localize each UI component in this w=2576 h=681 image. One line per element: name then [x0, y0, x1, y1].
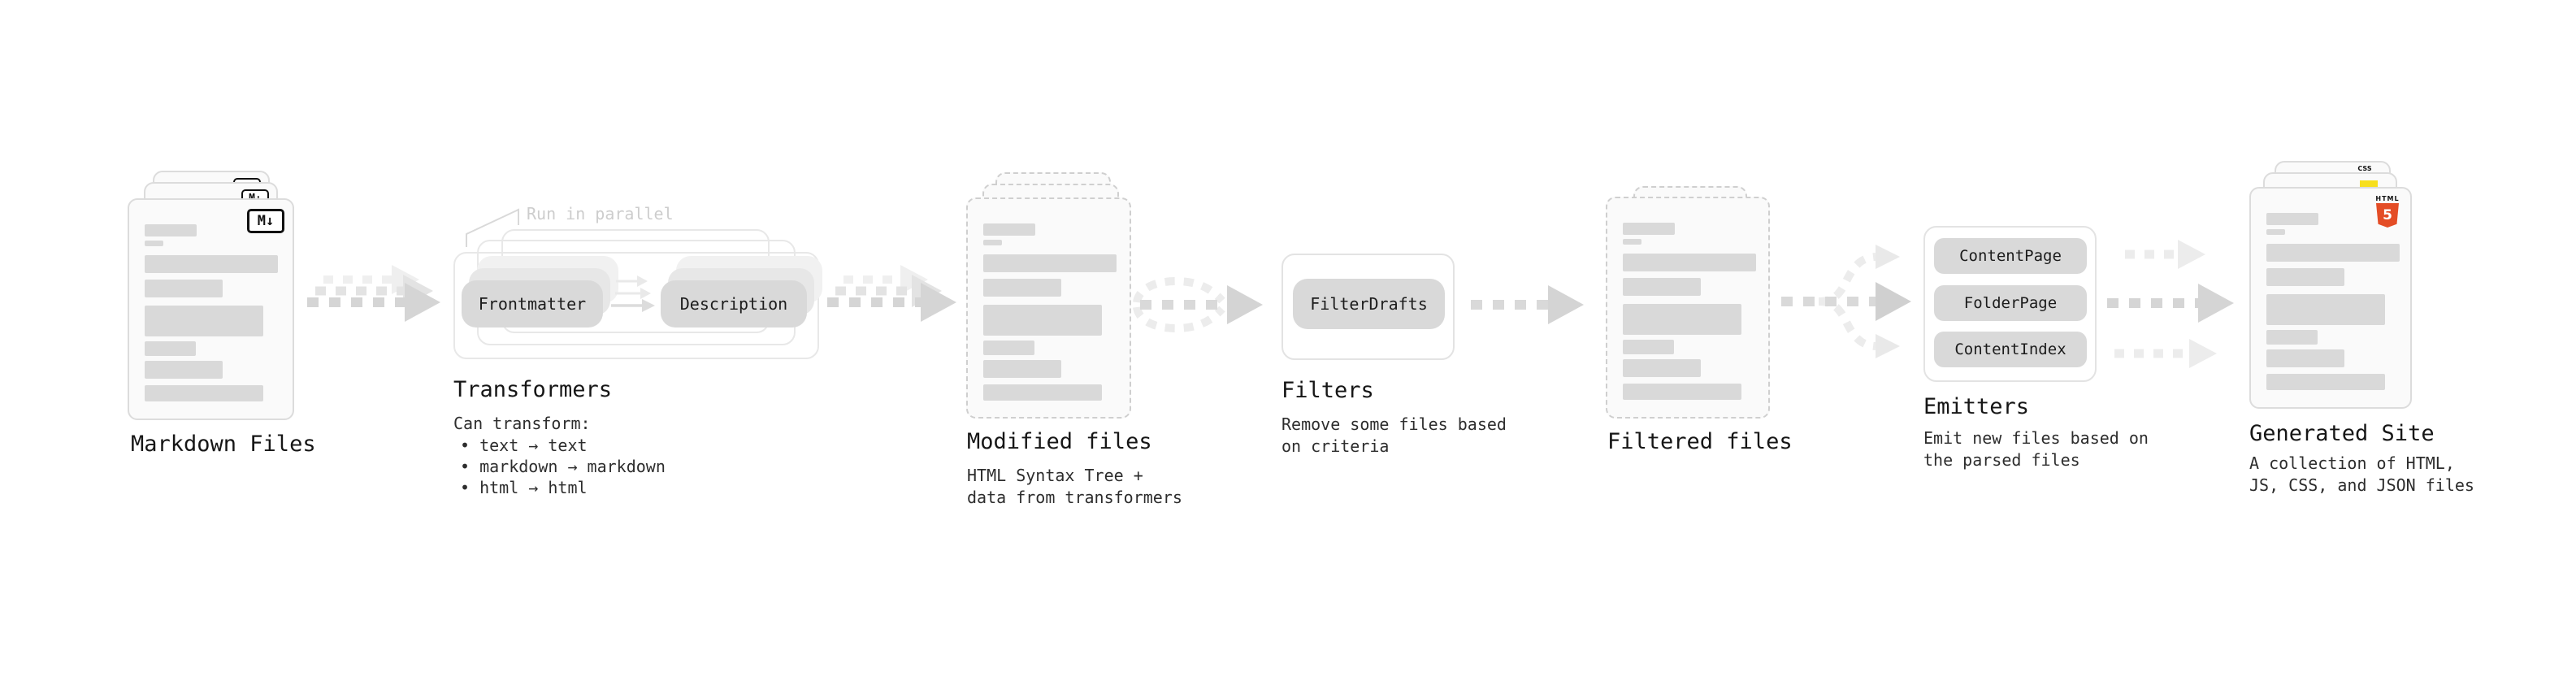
modified-files-subtitle: HTML Syntax Tree + data from transformer…: [967, 465, 1182, 509]
stage-title-emitters: Emitters: [1923, 394, 2030, 419]
skeleton-text-bar: [145, 241, 163, 246]
stage-title-generated-site: Generated Site: [2249, 421, 2435, 446]
arrow-emitters-to-generated: [2107, 240, 2234, 368]
skeleton-text-bar: [1623, 278, 1701, 296]
html5-icon-number: 5: [2383, 207, 2392, 223]
markdown-icon: M↓: [247, 209, 284, 233]
skeleton-text-bar: [2266, 294, 2385, 325]
bullet-item: • text → text: [460, 436, 588, 455]
skeleton-text-bar: [983, 340, 1034, 355]
html5-icon-shield: 5: [2376, 203, 2399, 228]
skeleton-text-bar: [983, 279, 1061, 297]
skeleton-text-bar: [1623, 223, 1675, 235]
transformer-layer-front: [453, 252, 819, 359]
skeleton-text-bar: [1623, 359, 1701, 377]
skeleton-text-bar: [983, 254, 1117, 272]
folderpage-pill: FolderPage: [1934, 285, 2087, 321]
stage-title-modified-files: Modified files: [967, 429, 1152, 454]
skeleton-text-bar: [983, 223, 1035, 236]
subtitle-line: JS, CSS, and JSON files: [2249, 475, 2474, 495]
skeleton-text-bar: [983, 384, 1102, 401]
contentindex-pill: ContentIndex: [1934, 332, 2087, 367]
subtitle-line: Emit new files based on: [1923, 428, 2149, 448]
skeleton-text-bar: [2266, 374, 2385, 390]
stage-title-filters: Filters: [1281, 378, 1374, 403]
skeleton-text-bar: [145, 255, 278, 273]
file-card-front: [966, 197, 1131, 419]
skeleton-text-bar: [983, 240, 1002, 245]
skeleton-text-bar: [2266, 349, 2344, 367]
subtitle-line: HTML Syntax Tree +: [967, 466, 1143, 485]
skeleton-text-bar: [145, 224, 197, 236]
stage-title-markdown-files: Markdown Files: [131, 432, 316, 457]
bullet-item: • html → html: [460, 478, 588, 497]
arrow-filtered-to-emitters: [1781, 245, 1911, 358]
skeleton-text-bar: [2266, 330, 2318, 345]
stage-title-transformers: Transformers: [453, 377, 613, 402]
file-card-front: [1606, 197, 1770, 419]
arrow-filters-to-filtered: [1471, 285, 1584, 324]
skeleton-text-bar: [2266, 268, 2344, 286]
generated-site-subtitle: A collection of HTML, JS, CSS, and JSON …: [2249, 453, 2474, 497]
file-card-front: HTML 5: [2249, 187, 2412, 409]
emitters-subtitle: Emit new files based on the parsed files: [1923, 427, 2149, 471]
skeleton-text-bar: [145, 341, 196, 356]
skeleton-text-bar: [145, 385, 263, 401]
stage-title-filtered-files: Filtered files: [1607, 429, 1793, 454]
skeleton-text-bar: [1623, 254, 1756, 271]
skeleton-text-bar: [2266, 244, 2400, 262]
skeleton-text-bar: [983, 305, 1102, 336]
subtitle-line: Remove some files based: [1281, 414, 1507, 434]
skeleton-text-bar: [2266, 229, 2285, 235]
subtitle-line: A collection of HTML,: [2249, 453, 2455, 473]
filterdrafts-pill: FilterDrafts: [1293, 279, 1445, 329]
skeleton-text-bar: [145, 306, 263, 336]
arrow-transformers-to-modified: [827, 265, 956, 322]
frontmatter-pill: Frontmatter: [462, 280, 603, 327]
transformers-desc-heading: Can transform:: [453, 414, 591, 433]
run-in-parallel-note: Run in parallel: [527, 204, 674, 223]
contentpage-pill: ContentPage: [1934, 238, 2087, 274]
file-card-front: M↓: [128, 198, 294, 420]
arrow-modified-to-filters: [1133, 276, 1263, 333]
css-icon-word: CSS: [2357, 165, 2372, 172]
skeleton-text-bar: [1623, 239, 1641, 245]
skeleton-text-bar: [983, 360, 1061, 378]
subtitle-line: on criteria: [1281, 436, 1390, 456]
html5-icon-word: HTML: [2375, 195, 2400, 202]
bullet-item: • markdown → markdown: [460, 457, 666, 476]
filters-subtitle: Remove some files based on criteria: [1281, 414, 1507, 458]
transformers-bullet-list: • text → text • markdown → markdown • ht…: [453, 435, 666, 498]
description-pill: Description: [661, 280, 807, 327]
skeleton-text-bar: [1623, 384, 1741, 400]
skeleton-text-bar: [145, 280, 223, 297]
subtitle-line: the parsed files: [1923, 450, 2080, 470]
arrow-markdown-to-transformers: [307, 265, 440, 322]
subtitle-line: data from transformers: [967, 488, 1182, 507]
skeleton-text-bar: [1623, 304, 1741, 335]
skeleton-text-bar: [145, 361, 223, 379]
html5-icon: HTML 5: [2374, 195, 2401, 228]
skeleton-text-bar: [2266, 213, 2318, 225]
skeleton-text-bar: [1623, 340, 1674, 354]
